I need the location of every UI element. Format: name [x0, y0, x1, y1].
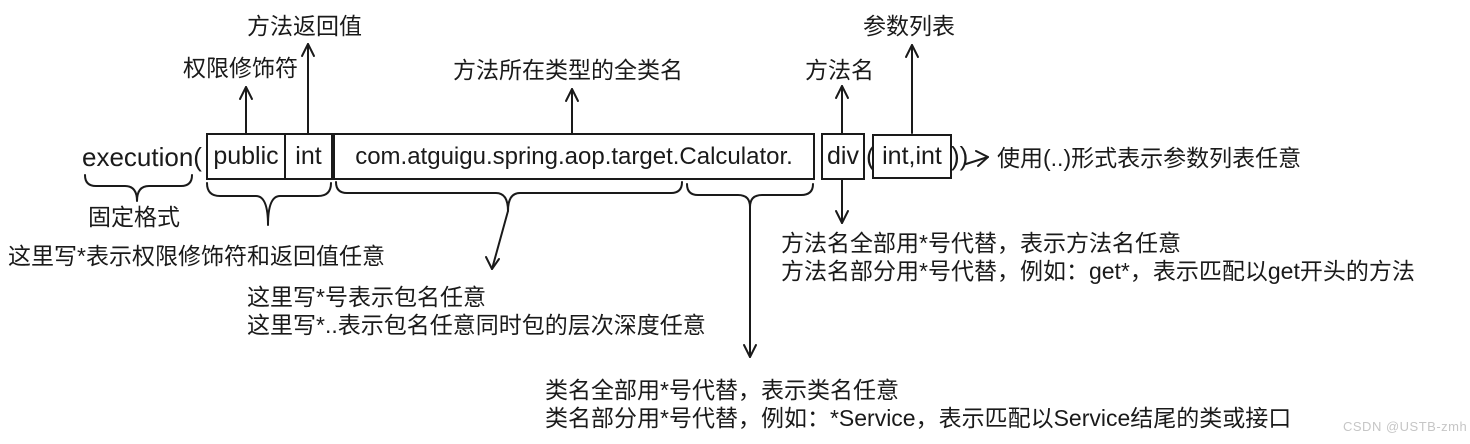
brace-package — [335, 181, 683, 212]
brace-modifier-return — [206, 182, 332, 226]
note-modifier: 这里写*表示权限修饰符和返回值任意 — [8, 243, 385, 269]
box-method-name: div — [821, 133, 865, 180]
note-params: 使用(..)形式表示参数列表任意 — [997, 145, 1302, 171]
brace-class-name — [686, 183, 814, 208]
arrow-method-name — [835, 85, 849, 134]
csdn-watermark: CSDN @USTB-zmh — [1343, 419, 1468, 434]
arrow-return-value — [301, 43, 315, 134]
box-class-fqcn: com.atguigu.spring.aop.target.Calculator… — [333, 133, 815, 180]
label-class-fqcn: 方法所在类型的全类名 — [453, 57, 683, 83]
note-package-1: 这里写*号表示包名任意 — [247, 284, 486, 310]
expression-close-parens: )) — [951, 141, 969, 171]
expression-prefix: execution( — [82, 142, 202, 172]
return-type-value: int — [295, 142, 322, 170]
label-return-value: 方法返回值 — [247, 13, 362, 39]
expression-open-paren: ( — [866, 141, 875, 171]
note-class-1: 类名全部用*号代替，表示类名任意 — [545, 377, 899, 403]
arrow-method-note — [835, 179, 849, 224]
box-param-list: int,int — [872, 134, 952, 179]
note-package-2: 这里写*..表示包名任意同时包的层次深度任意 — [247, 312, 706, 338]
brace-fixed-format — [84, 174, 193, 202]
note-method-2: 方法名部分用*号代替，例如：get*，表示匹配以get开头的方法 — [781, 258, 1415, 284]
params-value: int,int — [882, 142, 942, 170]
method-value: div — [827, 142, 859, 170]
modifier-value: public — [213, 142, 279, 170]
arrow-class-note — [743, 206, 757, 358]
label-param-list: 参数列表 — [863, 13, 955, 39]
label-method-name: 方法名 — [805, 57, 874, 83]
arrow-param-list — [905, 44, 919, 134]
box-return-type: int — [284, 133, 333, 180]
arrow-access-modifier — [239, 86, 253, 134]
fqcn-value: com.atguigu.spring.aop.target.Calculator… — [355, 142, 793, 170]
note-fixed-format: 固定格式 — [88, 204, 180, 230]
note-class-2: 类名部分用*号代替，例如：*Service，表示匹配以Service结尾的类或接… — [545, 405, 1292, 431]
arrow-params-note — [965, 150, 989, 167]
arrow-package-note — [485, 210, 509, 270]
note-method-1: 方法名全部用*号代替，表示方法名任意 — [781, 230, 1181, 256]
label-access-modifier: 权限修饰符 — [183, 55, 298, 81]
box-access-modifier: public — [206, 133, 286, 180]
arrow-class-fqcn — [565, 88, 579, 134]
